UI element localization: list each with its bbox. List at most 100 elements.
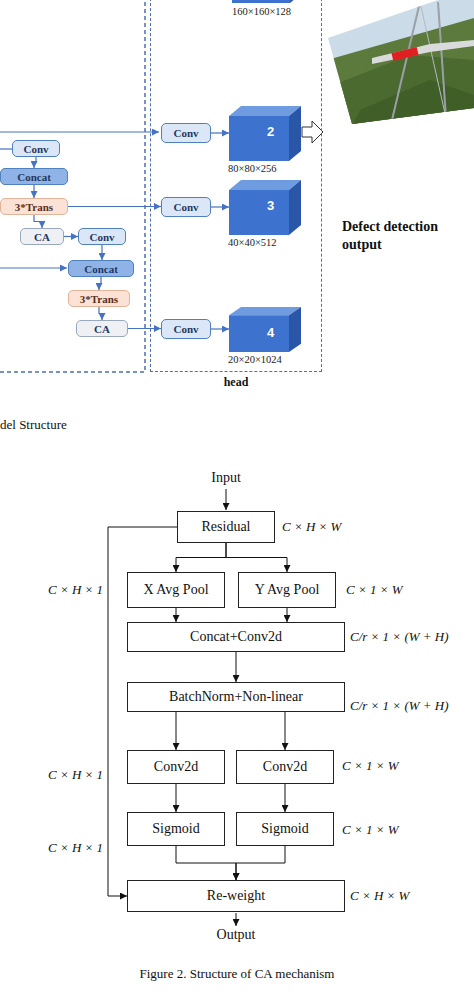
dimension-label: C × H × W	[282, 519, 341, 535]
process-box: Concat+Conv2d	[127, 622, 345, 652]
node-text: Residual	[202, 519, 251, 535]
region-title: head	[151, 375, 321, 390]
block-shape	[229, 180, 301, 235]
block-face	[229, 190, 289, 235]
dimension-label: C/r × 1 × (W + H)	[350, 698, 449, 714]
flow-arrow	[176, 712, 177, 750]
block-face	[289, 106, 301, 161]
tower-photo	[320, 0, 474, 130]
io-label: Input	[201, 470, 251, 486]
feature-block	[232, 0, 302, 3]
dimension-label: C × H × 1	[48, 582, 103, 598]
node-text: Conv	[89, 231, 114, 243]
flow-arrow	[211, 132, 229, 133]
dimension-label: 160×160×128	[232, 6, 291, 17]
activation-box: Sigmoid	[236, 812, 334, 846]
dimension-label: C/r × 1 × (W + H)	[350, 629, 449, 645]
feature-wire	[0, 148, 12, 149]
node-text: Concat	[84, 263, 118, 275]
node-text: Conv	[173, 323, 198, 335]
flow-arrow	[226, 543, 287, 572]
transformer-box: 3*Trans	[68, 290, 130, 307]
figure-caption: del Structure	[0, 417, 67, 433]
node-text: Sigmoid	[152, 821, 199, 837]
node-text: Y Avg Pool	[255, 582, 320, 598]
flow-arrow	[33, 185, 34, 198]
input-arrow	[226, 489, 227, 510]
scale-number: 4	[267, 325, 274, 340]
node-text: Conv	[173, 127, 198, 139]
flow-arrow	[236, 846, 285, 880]
flow-arrow	[211, 328, 229, 329]
node-text: 3*Trans	[15, 201, 53, 213]
node-text: Conv	[23, 143, 48, 155]
flow-arrow	[34, 215, 42, 228]
dimension-label: 20×20×1024	[228, 354, 282, 365]
attention-box: CA	[20, 228, 64, 245]
head-region: headConv2Conv3Conv4	[150, 0, 322, 372]
transformer-box: 3*Trans	[0, 198, 68, 215]
node-text: Conv2d	[154, 759, 198, 775]
flow-arrow	[99, 307, 102, 320]
dimension-label: C × 1 × W	[342, 822, 399, 838]
flow-arrow	[68, 206, 161, 207]
pool-box: Y Avg Pool	[238, 572, 336, 608]
flow-arrow	[285, 712, 286, 750]
flow-arrow	[176, 846, 236, 880]
dimension-label: C × H × 1	[48, 840, 103, 856]
flow-arrow	[236, 652, 237, 682]
node-text: CA	[94, 323, 110, 335]
flow-arrow	[34, 157, 36, 168]
node-text: Sigmoid	[261, 821, 308, 837]
output-arrow	[302, 121, 323, 143]
block-face	[289, 307, 301, 352]
dimension-label: C × 1 × W	[342, 758, 399, 774]
dimension-label: C × H × W	[350, 888, 409, 904]
flow-arrow	[108, 527, 177, 896]
dimension-label: C × 1 × W	[346, 582, 403, 598]
flow-arrow	[101, 245, 102, 260]
pool-box: X Avg Pool	[127, 572, 225, 608]
flow-arrow	[99, 277, 101, 290]
node-text: X Avg Pool	[143, 582, 208, 598]
conv-box: Conv2d	[127, 750, 225, 784]
flow-arrow	[176, 543, 226, 572]
node-text: 3*Trans	[80, 293, 118, 305]
flow-arrow	[287, 608, 288, 622]
node-text: Concat+Conv2d	[190, 629, 282, 645]
node-text: Re-weight	[207, 888, 265, 904]
figure-caption: Figure 2. Structure of CA mechanism	[0, 966, 474, 982]
conv-box: Conv	[161, 197, 211, 217]
block-face	[229, 106, 301, 116]
feature-block: 2	[229, 106, 301, 161]
block-face	[229, 180, 301, 190]
flow-arrow	[176, 608, 177, 622]
activation-box: Sigmoid	[127, 812, 225, 846]
conv-box: Conv	[78, 228, 126, 245]
flow-arrow	[176, 784, 177, 812]
process-box: Residual	[177, 511, 275, 543]
flow-arrow	[128, 328, 161, 329]
neck-region	[0, 0, 145, 372]
conv-box: Conv	[161, 319, 211, 339]
block-face	[229, 315, 289, 352]
dimension-label: 80×80×256	[228, 163, 277, 174]
feature-block: 3	[229, 180, 301, 235]
block-face	[289, 180, 301, 235]
block-shape	[229, 106, 301, 161]
flow-arrow	[64, 236, 78, 237]
node-text: Concat	[17, 171, 51, 183]
dimension-label: C × H × 1	[48, 767, 103, 783]
flow-arrow	[285, 784, 286, 812]
conv-box: Conv	[161, 123, 211, 143]
process-box: Re-weight	[127, 880, 345, 912]
node-text: Conv2d	[263, 759, 307, 775]
node-text: BatchNorm+Non-linear	[169, 689, 303, 705]
flow-arrow	[211, 206, 229, 207]
concat-box: Concat	[0, 168, 68, 185]
conv-box: Conv	[12, 140, 60, 157]
feature-block: 4	[229, 307, 301, 352]
io-label: Output	[206, 927, 266, 943]
feature-wire	[0, 267, 67, 268]
node-text: Conv	[173, 201, 198, 213]
